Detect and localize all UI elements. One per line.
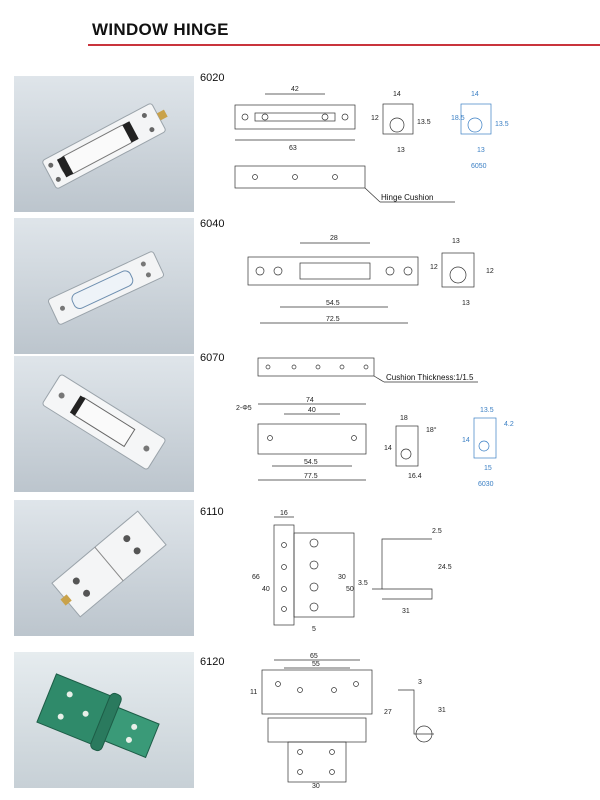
dim-6020-i: 18.5 <box>451 115 465 122</box>
drawing-6020: 42 63 14 12 13 13.5 14 18.5 13.5 13 6050… <box>225 80 525 215</box>
dim-6040-f: 12 <box>486 268 494 275</box>
dim-6110-i: 31 <box>402 608 410 615</box>
dim-6070-b: 40 <box>308 407 316 414</box>
dim-6040-e: 12 <box>430 264 438 271</box>
model-6030: 6030 <box>478 481 494 488</box>
product-photo-6120 <box>14 652 194 788</box>
dim-6070-e: 77.5 <box>304 473 318 480</box>
dim-6020-f: 13.5 <box>417 119 431 126</box>
drawing-6110: 16 66 40 30 50 5 2.5 24.5 31 3.5 <box>232 505 472 640</box>
dim-6070-i: 18° <box>426 426 437 434</box>
product-code-6120: 6120 <box>200 656 225 668</box>
dim-6110-c: 40 <box>262 586 270 593</box>
dim-6070-d: 54.5 <box>304 459 318 466</box>
dim-6040-a: 28 <box>330 235 338 242</box>
dim-6020-e: 13 <box>397 147 405 154</box>
drawing-6070: Cushion Thickness:1/1.5 74 40 2-Φ5 54.5 … <box>228 352 528 497</box>
dim-6070-g: 14 <box>384 445 392 452</box>
dim-6040-c: 72.5 <box>326 316 340 323</box>
dim-6110-j: 3.5 <box>358 580 368 587</box>
note-6020: Hinge Cushion <box>381 193 433 202</box>
dim-6110-d: 30 <box>338 574 346 581</box>
dim-6040-d: 13 <box>452 238 460 245</box>
drawing-6040: 28 54.5 72.5 13 12 12 13 <box>230 225 510 340</box>
dim-6020-d: 12 <box>371 115 379 122</box>
dim-6020-b: 63 <box>289 145 297 152</box>
dim-6070-k: 4.2 <box>504 421 514 428</box>
dim-6120-f: 30 <box>312 783 320 790</box>
page-title: WINDOW HINGE <box>92 20 229 39</box>
model-6050: 6050 <box>471 163 487 170</box>
product-code-6110: 6110 <box>200 506 224 518</box>
product-photo-6020 <box>14 76 194 212</box>
dim-6120-c: 11 <box>250 689 257 696</box>
dim-6020-c: 14 <box>393 91 401 98</box>
dim-6070-h: 16.4 <box>408 473 422 480</box>
dim-6110-h: 24.5 <box>438 564 452 571</box>
dim-6070-n: 14 <box>462 437 470 444</box>
drawing-6120: 65 55 11 30 27 31 3 <box>238 650 478 795</box>
dim-6110-b: 66 <box>252 574 260 581</box>
dim-6020-h: 14 <box>471 91 479 98</box>
dim-6020-k: 13 <box>477 147 485 154</box>
title-underline <box>88 44 600 46</box>
note-6070: Cushion Thickness:1/1.5 <box>386 373 474 382</box>
dim-6110-f: 5 <box>312 626 316 633</box>
dim-6070-a: 74 <box>306 397 314 404</box>
product-photo-6110 <box>14 500 194 636</box>
dim-6070-l: 15 <box>484 465 492 472</box>
dim-6120-e: 31 <box>438 707 446 714</box>
dim-6070-f: 18 <box>400 415 408 422</box>
dim-6070-j: 13.5 <box>480 407 494 414</box>
product-photo-6040 <box>14 218 194 354</box>
dim-6110-a: 16 <box>280 510 288 517</box>
dim-6040-g: 13 <box>462 300 470 307</box>
product-code-6040: 6040 <box>200 218 225 230</box>
dim-6040-b: 54.5 <box>326 300 340 307</box>
dim-6120-g: 3 <box>418 679 422 686</box>
dim-6020-a: 42 <box>291 86 299 93</box>
dim-6110-e: 50 <box>346 586 354 593</box>
dim-6020-j: 13.5 <box>495 121 509 128</box>
dim-6120-b: 55 <box>312 661 320 668</box>
dim-6110-g: 2.5 <box>432 528 442 535</box>
dim-6120-d: 27 <box>384 709 392 716</box>
dim-6120-a: 65 <box>310 653 318 660</box>
product-code-6020: 6020 <box>200 72 225 84</box>
product-photo-6070 <box>14 356 194 492</box>
product-code-6070: 6070 <box>200 352 225 364</box>
dim-6070-c: 2-Φ5 <box>236 405 252 412</box>
